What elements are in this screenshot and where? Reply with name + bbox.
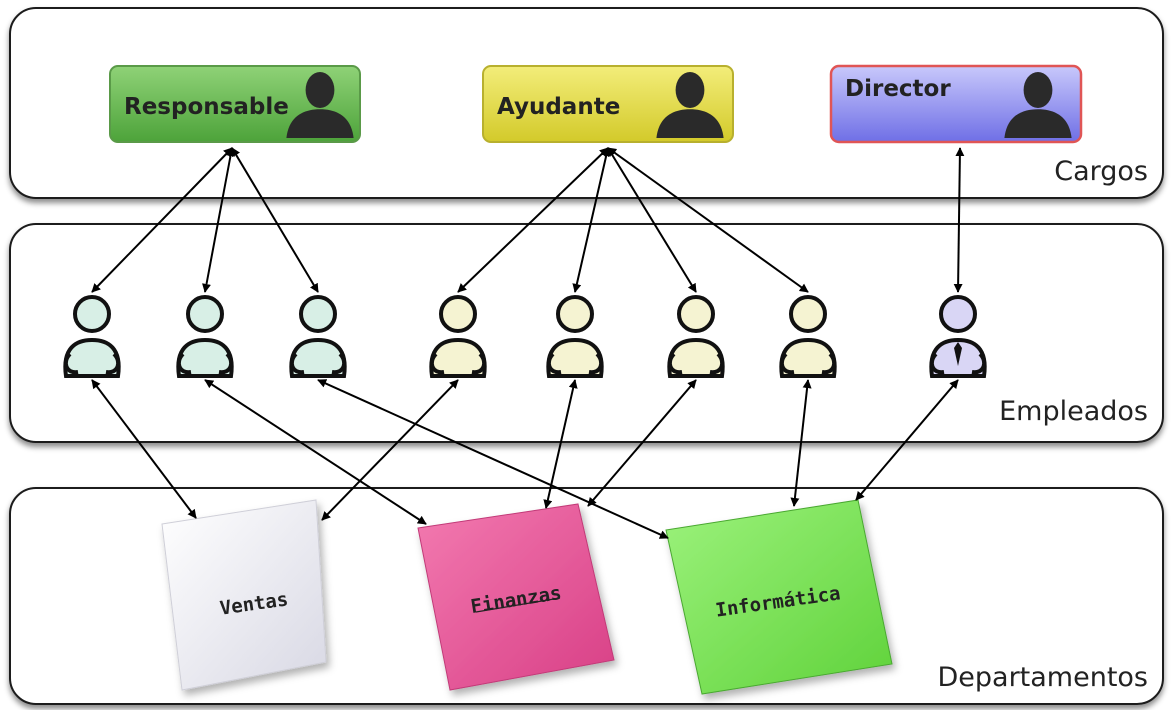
department-note-ventas[interactable]: Ventas [161, 499, 327, 691]
employee-7[interactable] [779, 295, 837, 378]
arrows-group [91, 147, 965, 539]
employee-4[interactable] [429, 295, 487, 378]
employee-6[interactable] [667, 295, 725, 378]
employee-2[interactable] [176, 295, 234, 378]
arrow-director-emp8 [953, 147, 965, 293]
arrow-emp3-informatica [317, 379, 669, 539]
layer-cargos-title: Cargos [1054, 156, 1148, 187]
arrow-emp7-informatica [790, 379, 812, 507]
layer-empleados: Empleados [9, 223, 1164, 443]
role-label-director: Director [845, 76, 951, 102]
role-card-director[interactable]: Director [829, 64, 1083, 144]
role-label-ayudante: Ayudante [497, 94, 620, 120]
arrow-responsable-emp3 [231, 147, 319, 293]
employee-5[interactable] [546, 295, 604, 378]
arrow-emp8-informatica [855, 379, 959, 501]
employee-1[interactable] [63, 295, 121, 378]
arrow-emp1-ventas [91, 379, 197, 519]
department-note-informatica[interactable]: Informática [665, 499, 893, 695]
arrow-responsable-emp2 [202, 147, 235, 293]
role-label-responsable: Responsable [124, 94, 289, 120]
role-card-ayudante[interactable]: Ayudante [482, 65, 734, 143]
department-note-finanzas[interactable]: Finanzas [417, 503, 615, 691]
arrow-ayudante-emp7 [607, 147, 809, 293]
arrow-ayudante-emp5 [572, 147, 611, 293]
employee-3[interactable] [289, 295, 347, 378]
employee-8[interactable] [929, 295, 987, 378]
layer-departamentos-title: Departamentos [937, 662, 1148, 693]
layer-empleados-title: Empleados [999, 396, 1148, 427]
employees-group [63, 295, 987, 378]
role-card-responsable[interactable]: Responsable [109, 65, 361, 143]
underline-decoration [475, 597, 561, 613]
